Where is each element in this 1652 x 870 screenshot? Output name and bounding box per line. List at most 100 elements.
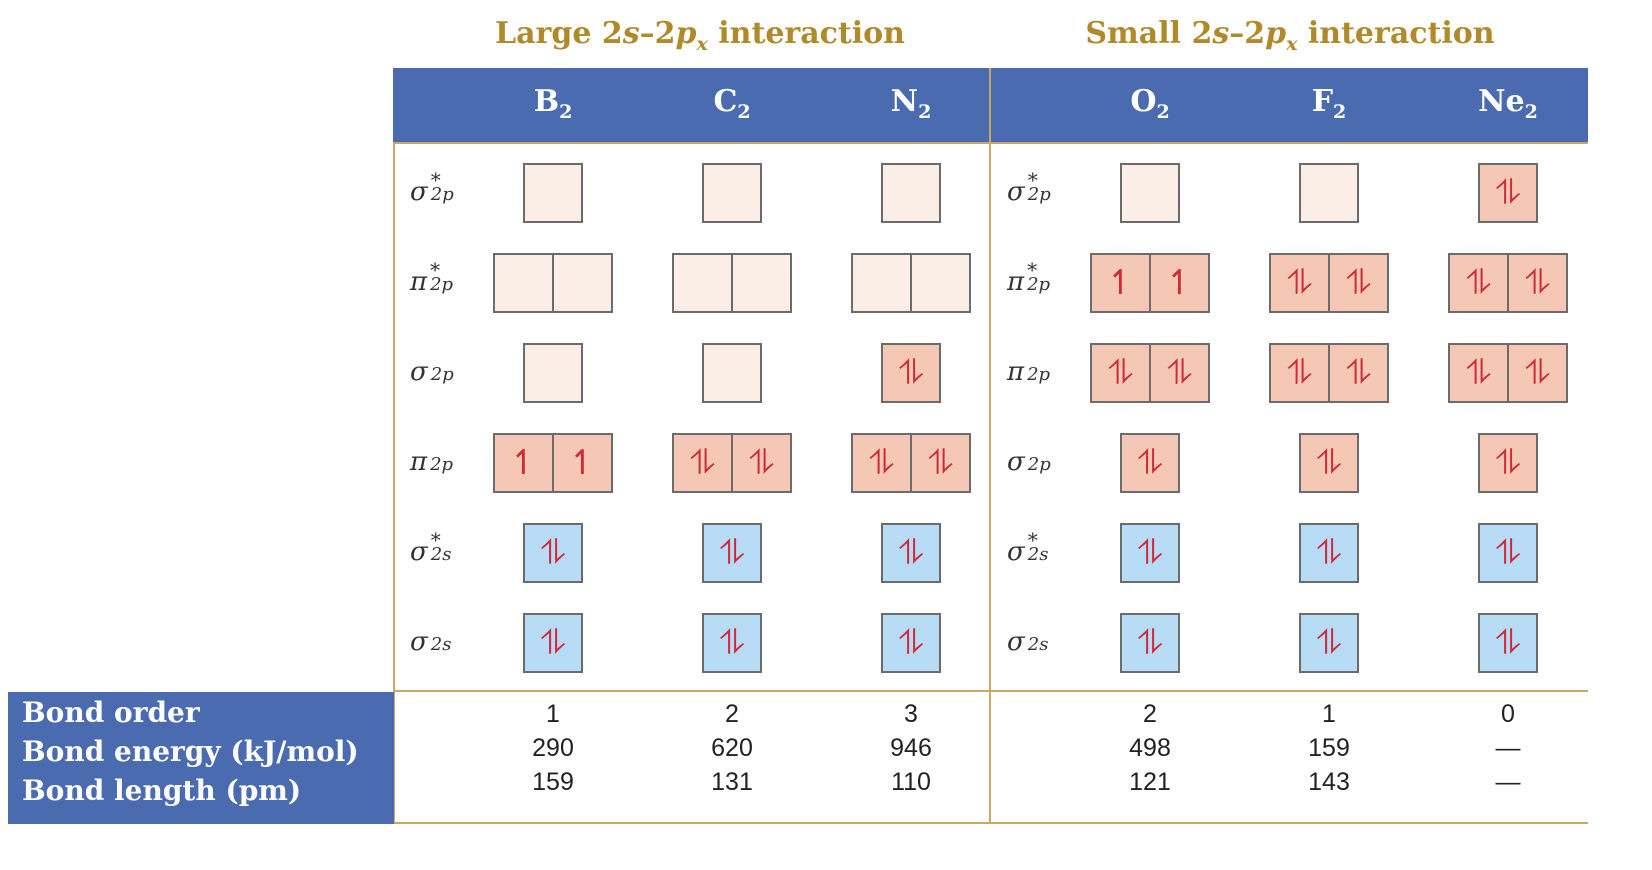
orbital-box-f2-row3: ⥮ — [1299, 433, 1359, 493]
orbital-subscript: 2p — [430, 454, 454, 475]
electron-pair-arrows: ⥮ — [1466, 263, 1491, 303]
molecule-symbol: B — [533, 84, 560, 119]
molecule-header-n2: N2 — [851, 84, 971, 123]
orbital-box-n2-row0 — [881, 163, 941, 223]
antibonding-star: * — [430, 528, 441, 552]
bond-order-value-b2: 1 — [546, 700, 560, 728]
electron-pair-arrows: ⥮ — [898, 533, 924, 573]
bond-energy-value-ne2: — — [1495, 734, 1521, 762]
title-text-part: interaction — [1297, 16, 1495, 51]
bond-order-value-o2: 2 — [1143, 700, 1157, 728]
antibonding-star: * — [1027, 258, 1038, 282]
orbital-symbol: σ — [410, 627, 428, 657]
electron-arrow: ↿ — [1106, 263, 1135, 303]
electron-pair-arrows: ⥮ — [928, 443, 953, 483]
orbital-box-c2-row1-1 — [732, 253, 792, 313]
title-text-part: –2 — [639, 16, 676, 51]
orbital-box-c2-row4: ⥮ — [702, 523, 762, 583]
bond-length-value-f2: 143 — [1308, 768, 1350, 796]
electron-arrow: ↿ — [568, 443, 597, 483]
orbital-symbol: σ — [1007, 447, 1025, 477]
bond-energy-value-o2: 498 — [1129, 734, 1171, 762]
orbital-box-c2-row3-0: ⥮ — [672, 433, 732, 493]
orbital-subscript: 2p* — [1027, 258, 1051, 295]
orbital-box-ne2-row1-1: ⥮ — [1508, 253, 1568, 313]
orbital-subscript: 2p — [430, 364, 454, 385]
orbital-subscript: 2p — [1027, 454, 1051, 475]
orbital-box-n2-row1-0 — [851, 253, 911, 313]
orbital-symbol: σ — [1007, 627, 1025, 657]
electron-pair-arrows: ⥮ — [1466, 353, 1491, 393]
orbital-box-c2-row0 — [702, 163, 762, 223]
orbital-symbol: π — [1007, 267, 1025, 297]
orbital-box-o2-row0 — [1120, 163, 1180, 223]
orbital-box-n2-row3-0: ⥮ — [851, 433, 911, 493]
orbital-box-o2-row3: ⥮ — [1120, 433, 1180, 493]
orbital-box-b2-row5: ⥮ — [523, 613, 583, 673]
orbital-box-b2-row2 — [523, 343, 583, 403]
orbital-box-f2-row5: ⥮ — [1299, 613, 1359, 673]
electron-pair-arrows: ⥮ — [540, 533, 566, 573]
large-interaction-title: Large 2s–2px interaction — [480, 16, 920, 55]
molecule-subscript: 2 — [559, 101, 573, 123]
title-text-part: s — [622, 16, 640, 51]
molecule-symbol: F — [1311, 84, 1334, 119]
molecule-symbol: O — [1130, 84, 1157, 119]
bond-order-value-n2: 3 — [904, 700, 918, 728]
electron-pair-arrows: ⥮ — [1346, 353, 1371, 393]
electron-pair-arrows: ⥮ — [1167, 353, 1192, 393]
molecule-symbol: C — [713, 84, 738, 119]
molecule-symbol: Ne — [1478, 84, 1525, 119]
molecule-header-b2: B2 — [493, 84, 613, 123]
orbital-box-n2-row5: ⥮ — [881, 613, 941, 673]
molecule-header-o2: O2 — [1090, 84, 1210, 123]
antibonding-star: * — [430, 168, 441, 192]
molecule-subscript: 2 — [1524, 101, 1538, 123]
orbital-box-ne2-row2-1: ⥮ — [1508, 343, 1568, 403]
orbital-box-f2-row0 — [1299, 163, 1359, 223]
property-label-band — [8, 692, 394, 824]
antibonding-star: * — [430, 258, 441, 282]
orbital-box-ne2-row2-0: ⥮ — [1448, 343, 1508, 403]
orbital-symbol: σ — [410, 357, 428, 387]
orbital-box-f2-row2-1: ⥮ — [1329, 343, 1389, 403]
molecule-header-c2: C2 — [672, 84, 792, 123]
electron-pair-arrows: ⥮ — [1495, 443, 1521, 483]
electron-pair-arrows: ⥮ — [719, 533, 745, 573]
orbital-box-o2-row4: ⥮ — [1120, 523, 1180, 583]
orbital-symbol: π — [1007, 357, 1025, 387]
electron-pair-arrows: ⥮ — [1316, 533, 1342, 573]
orbital-box-o2-row2-1: ⥮ — [1150, 343, 1210, 403]
electron-pair-arrows: ⥮ — [1137, 443, 1163, 483]
orbital-symbol: π — [410, 267, 428, 297]
electron-pair-arrows: ⥮ — [1108, 353, 1133, 393]
bond-energy-value-c2: 620 — [711, 734, 753, 762]
orbital-symbol: σ — [1007, 177, 1025, 207]
orbital-subscript: 2s* — [430, 528, 452, 565]
frame-left-line — [393, 142, 395, 824]
orbital-subscript: 2s — [1027, 634, 1049, 655]
orbital-box-f2-row1-0: ⥮ — [1269, 253, 1329, 313]
molecule-symbol: N — [890, 84, 919, 119]
bond-length-value-c2: 131 — [711, 768, 753, 796]
electron-pair-arrows: ⥮ — [690, 443, 715, 483]
orbital-subscript: 2p* — [430, 168, 454, 205]
electron-pair-arrows: ⥮ — [1137, 533, 1163, 573]
orbital-box-c2-row3-1: ⥮ — [732, 433, 792, 493]
electron-pair-arrows: ⥮ — [1287, 263, 1312, 303]
orbital-box-ne2-row4: ⥮ — [1478, 523, 1538, 583]
orbital-symbol: σ — [410, 177, 428, 207]
title-text-part: interaction — [707, 16, 905, 51]
orbital-symbol: σ — [1007, 537, 1025, 567]
orbital-subscript: 2p* — [430, 258, 454, 295]
bond-length-value-o2: 121 — [1129, 768, 1171, 796]
electron-pair-arrows: ⥮ — [1495, 173, 1521, 213]
electron-pair-arrows: ⥮ — [719, 623, 745, 663]
molecule-subscript: 2 — [1156, 101, 1170, 123]
frame-middle-line — [989, 68, 991, 824]
